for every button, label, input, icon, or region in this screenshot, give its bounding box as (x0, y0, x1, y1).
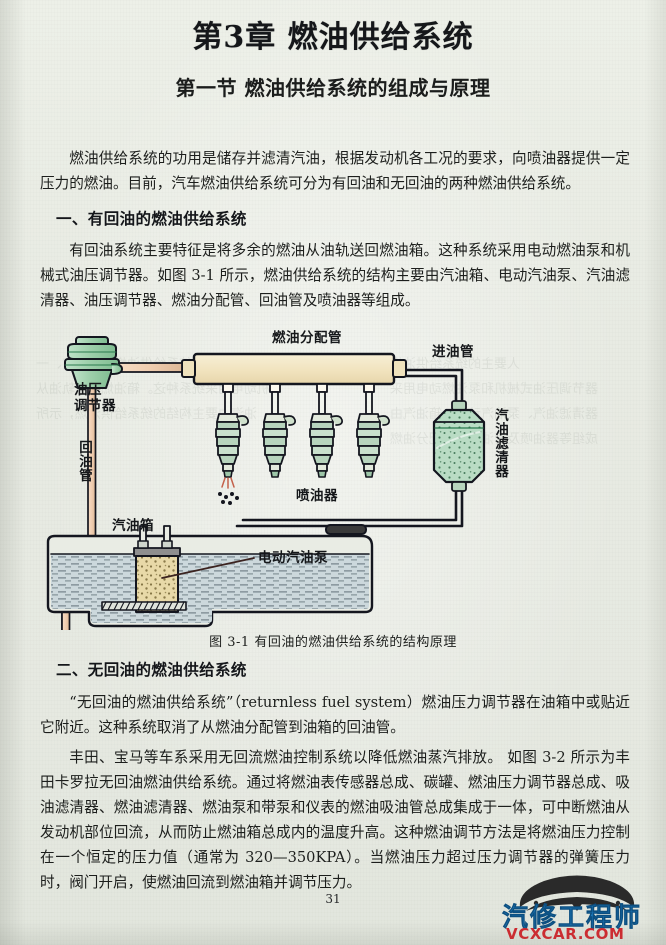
label-injector: 喷油器 (296, 488, 338, 504)
section-title: 第一节 燃油供给系统的组成与原理 (175, 76, 491, 100)
label-pressure-regulator: 油压调节器 (74, 382, 116, 414)
intro-paragraph: 燃油供给系统的功用是储存并滤清汽油，根据发动机各工况的要求，向喷油器提供一定压力… (40, 150, 630, 192)
label-return-pipe: 回油管 (76, 440, 92, 482)
watermark-domain-text: VCXCAR.COM (506, 925, 625, 943)
car-silhouette-icon (519, 875, 635, 911)
watermark-logo: 汽修工程师 VCXCAR.COM (496, 871, 658, 943)
label-fuel-filter: 汽油滤清器 (492, 408, 508, 478)
label-electric-pump: 电动汽油泵 (258, 550, 328, 566)
paragraph-returnless-detail: 丰田、宝马等车系采用无回流燃油控制系统以降低燃油蒸汽排放。 如图 3-2 所示为… (40, 749, 630, 891)
label-fuel-rail: 燃油分配管 (272, 330, 342, 346)
figure-fuel-system-diagram: 燃油分配管 进油管 油压调节器 回油管 喷油器 汽油滤清器 汽油箱 电动汽油泵 (32, 330, 634, 630)
watermark-chinese-text: 汽修工程师 (502, 903, 643, 934)
heading-section-one: 一、有回油的燃油供给系统 (56, 210, 247, 228)
page-number: 31 (325, 892, 341, 906)
page-title: 第3章 燃油供给系统 (192, 20, 474, 55)
label-inlet-pipe: 进油管 (432, 344, 474, 360)
heading-section-two: 二、无回油的燃油供给系统 (56, 661, 247, 679)
figure-caption: 图 3-1 有回油的燃油供给系统的结构原理 (209, 635, 457, 650)
paragraph-return-system: 有回油系统主要特征是将多余的燃油从油轨送回燃油箱。这种系统采用电动燃油泵和机械式… (40, 242, 630, 309)
paragraph-returnless-intro: “无回油的燃油供给系统”（returnless fuel system）燃油压力… (40, 694, 630, 736)
label-fuel-tank: 汽油箱 (112, 518, 154, 534)
